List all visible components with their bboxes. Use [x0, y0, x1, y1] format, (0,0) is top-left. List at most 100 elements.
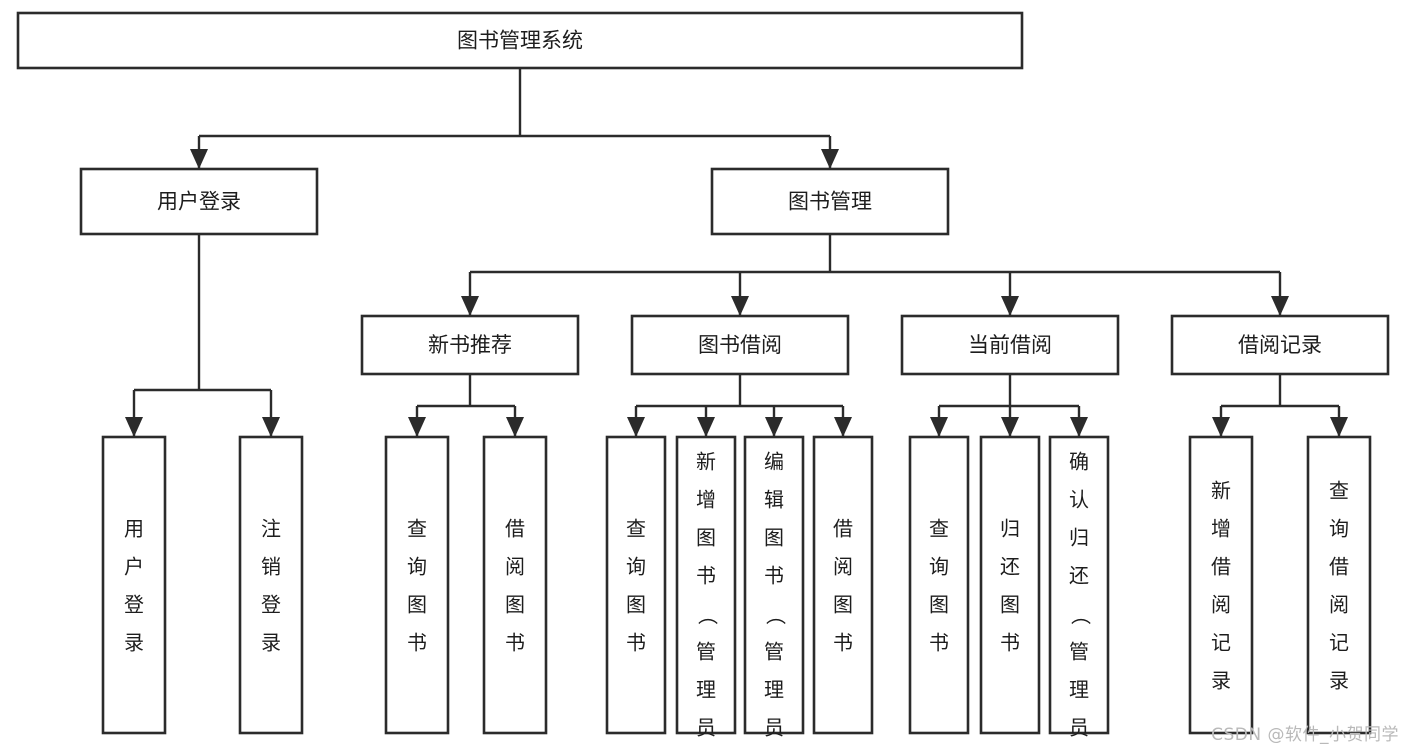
arrow-head-icon [627, 417, 645, 437]
node-box[interactable] [900, 314, 1120, 376]
node-level2-1[interactable]: 图书管理 [710, 167, 950, 236]
node-box[interactable] [675, 435, 737, 735]
node-label-char: 编 [764, 450, 784, 474]
node-level3-2[interactable]: 当前借阅 [900, 314, 1120, 376]
node-label-char: 书 [1000, 631, 1020, 655]
node-label-char: 用 [124, 517, 144, 541]
node-level2-0[interactable]: 用户登录 [79, 167, 319, 236]
arrow-head-icon [1212, 417, 1230, 437]
node-box[interactable] [482, 435, 548, 735]
arrow-head-icon [262, 417, 280, 437]
arrow-head-icon [1001, 417, 1019, 437]
node-box[interactable] [1048, 435, 1110, 735]
node-box[interactable] [360, 314, 580, 376]
node-label: 图书管理 [788, 190, 872, 214]
node-box[interactable] [710, 167, 950, 236]
node-box[interactable] [605, 435, 667, 735]
node-box[interactable] [630, 314, 850, 376]
node-label-char: 图 [1000, 593, 1020, 617]
node-box[interactable] [1306, 435, 1372, 735]
node-label-char: 确 [1069, 450, 1089, 474]
node-label-char: 图 [833, 593, 853, 617]
node-label-char: 查 [626, 517, 646, 541]
arrow-head-icon [765, 417, 783, 437]
node-box[interactable] [1170, 314, 1390, 376]
arrow-head-icon [461, 296, 479, 316]
node-box[interactable] [812, 435, 874, 735]
node-level3-0[interactable]: 新书推荐 [360, 314, 580, 376]
node-label-char: 登 [124, 593, 144, 617]
node-box[interactable] [979, 435, 1041, 735]
node-label-char: 员 [1069, 716, 1089, 740]
node-root-0[interactable]: 图书管理系统 [16, 11, 1024, 70]
node-label-char: 户 [124, 555, 144, 579]
node-label-char: 书 [764, 564, 784, 588]
node-label-char: 借 [505, 517, 525, 541]
node-label-char: 图 [407, 593, 427, 617]
node-label-char: 员 [764, 716, 784, 740]
node-box[interactable] [1188, 435, 1254, 735]
node-box[interactable] [16, 11, 1024, 70]
arrow-head-icon [506, 417, 524, 437]
node-label-char: 借 [1329, 555, 1349, 579]
node-box[interactable] [908, 435, 970, 735]
node-label-char: 还 [1069, 564, 1089, 588]
node-box[interactable] [101, 435, 167, 735]
node-label-char: 录 [124, 631, 144, 655]
node-label-char: 图 [505, 593, 525, 617]
node-label-char: 新 [696, 450, 716, 474]
node-level3-1[interactable]: 图书借阅 [630, 314, 850, 376]
node-label-char: 查 [1329, 479, 1349, 503]
node-label-char: （ [1069, 605, 1093, 625]
node-box[interactable] [743, 435, 805, 735]
csdn-watermark: CSDN @软件_小贺同学 [1211, 725, 1399, 745]
node-label-char: 阅 [505, 555, 525, 579]
node-box[interactable] [384, 435, 450, 735]
arrow-head-icon [834, 417, 852, 437]
node-label-char: （ [764, 605, 788, 625]
node-label-char: 借 [833, 517, 853, 541]
node-label-char: 图 [929, 593, 949, 617]
arrow-head-icon [821, 149, 839, 169]
node-label: 当前借阅 [968, 333, 1052, 357]
arrow-head-icon [408, 417, 426, 437]
node-label-char: 管 [764, 640, 784, 664]
node-leaf-0[interactable]: 用户登录 [101, 435, 167, 735]
node-level3-3[interactable]: 借阅记录 [1170, 314, 1390, 376]
node-label-char: 图 [764, 526, 784, 550]
node-label-char: 阅 [1211, 593, 1231, 617]
node-label-char: 录 [1329, 669, 1349, 693]
node-label-char: 归 [1069, 526, 1089, 550]
node-label-char: 理 [1069, 678, 1089, 702]
node-label-char: 书 [505, 631, 525, 655]
node-label-char: 询 [407, 555, 427, 579]
arrow-head-icon [1070, 417, 1088, 437]
arrow-head-icon [731, 296, 749, 316]
node-label-char: 书 [833, 631, 853, 655]
node-label-char: 登 [261, 593, 281, 617]
node-box[interactable] [79, 167, 319, 236]
node-label-char: （ [696, 605, 720, 625]
node-box[interactable] [238, 435, 304, 735]
node-label-char: 销 [261, 555, 281, 579]
node-label-char: 书 [407, 631, 427, 655]
node-label-char: 书 [626, 631, 646, 655]
node-label-char: 注 [261, 517, 281, 541]
node-label-char: 查 [929, 517, 949, 541]
node-label-char: 认 [1069, 488, 1089, 512]
node-label-char: 记 [1211, 631, 1231, 655]
